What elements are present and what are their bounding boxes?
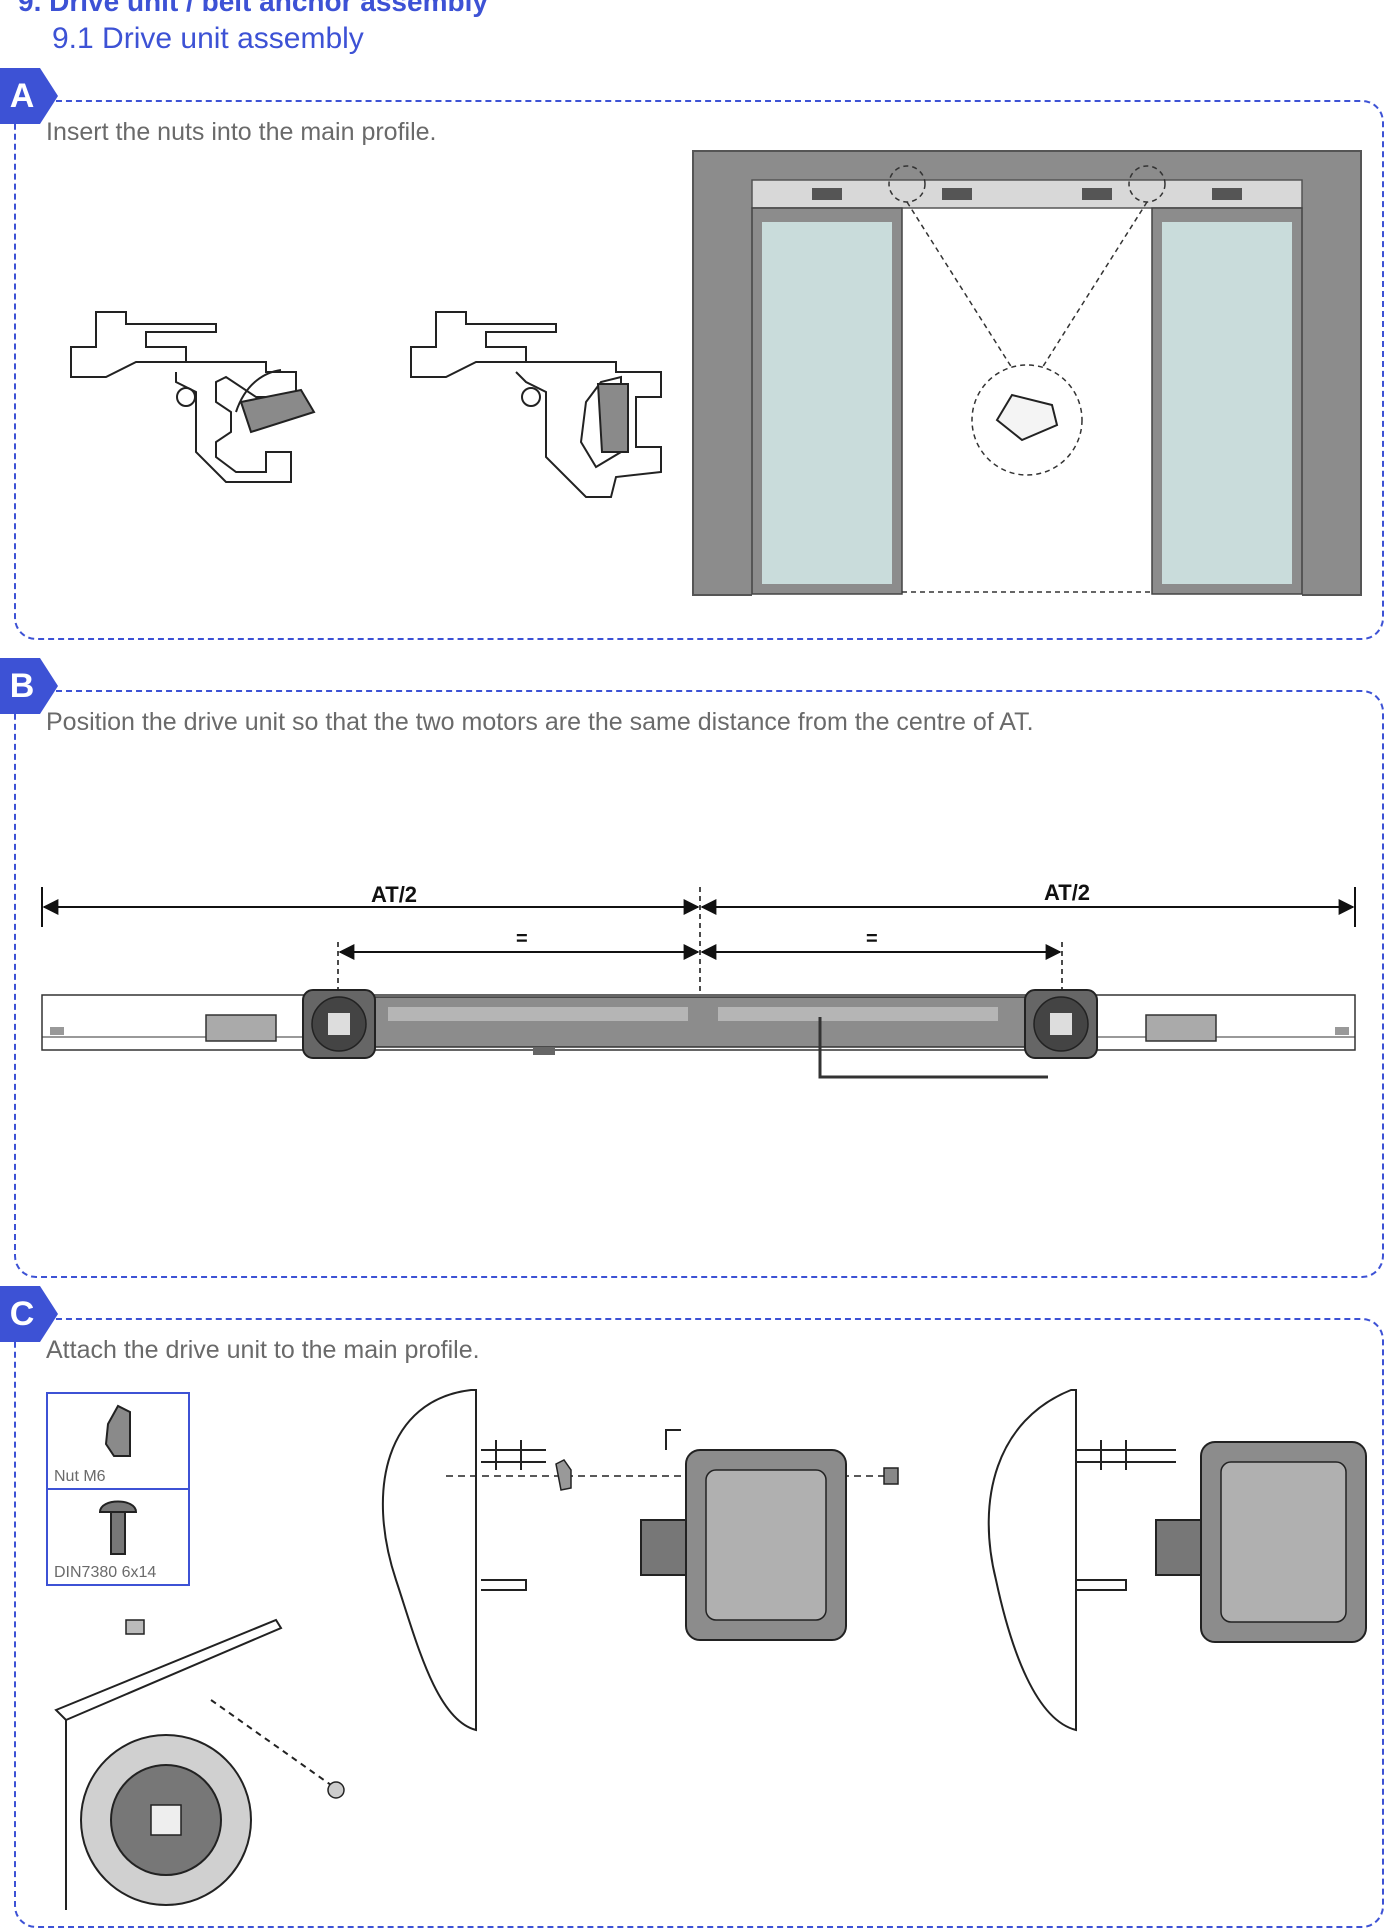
step-a-badge: A xyxy=(0,68,58,124)
dim-label-right: AT/2 xyxy=(1044,880,1091,905)
step-b-instruction: Position the drive unit so that the two … xyxy=(46,708,1034,736)
step-c-letter: C xyxy=(9,1295,35,1333)
drive-unit-isometric-figure xyxy=(54,1618,345,1910)
step-c-instruction: Attach the drive unit to the main profil… xyxy=(46,1336,480,1364)
step-c-panel: C Attach the drive unit to the main prof… xyxy=(0,1286,1384,1928)
equal-mark-left: = xyxy=(516,928,528,950)
step-b-letter: B xyxy=(9,667,35,705)
profile-nut-insert-figure xyxy=(70,311,316,483)
drive-unit-exploded-figure xyxy=(381,1389,899,1732)
drive-unit-assembled-figure xyxy=(987,1389,1367,1732)
dim-label-left: AT/2 xyxy=(371,882,418,907)
step-a-letter: A xyxy=(9,77,35,115)
step-b-badge: B xyxy=(0,658,58,714)
screw-icon xyxy=(98,1500,138,1555)
parts-list: Nut M6 DIN7380 6x14 xyxy=(46,1392,190,1586)
step-c-badge: C xyxy=(0,1286,58,1342)
nut-m6-icon xyxy=(104,1404,131,1457)
chapter-title: 9. Drive unit / belt anchor assembly xyxy=(18,0,488,17)
part-screw-din7380: DIN7380 6x14 xyxy=(48,1490,188,1584)
step-a-panel: A Insert the nuts into the main profile. xyxy=(0,68,1384,640)
step-b-panel: B Position the drive unit so that the tw… xyxy=(0,658,1384,1278)
section-subtitle: 9.1 Drive unit assembly xyxy=(52,22,364,55)
part-label-screw: DIN7380 6x14 xyxy=(54,1564,157,1581)
drive-unit-positioning-figure xyxy=(41,887,1356,1079)
step-a-instruction: Insert the nuts into the main profile. xyxy=(46,118,437,146)
part-label-nut: Nut M6 xyxy=(54,1468,106,1485)
sliding-door-front-figure xyxy=(692,150,1362,596)
part-nut-m6: Nut M6 xyxy=(48,1394,188,1490)
equal-mark-right: = xyxy=(866,928,878,950)
profile-nut-inserted-figure xyxy=(410,311,662,498)
